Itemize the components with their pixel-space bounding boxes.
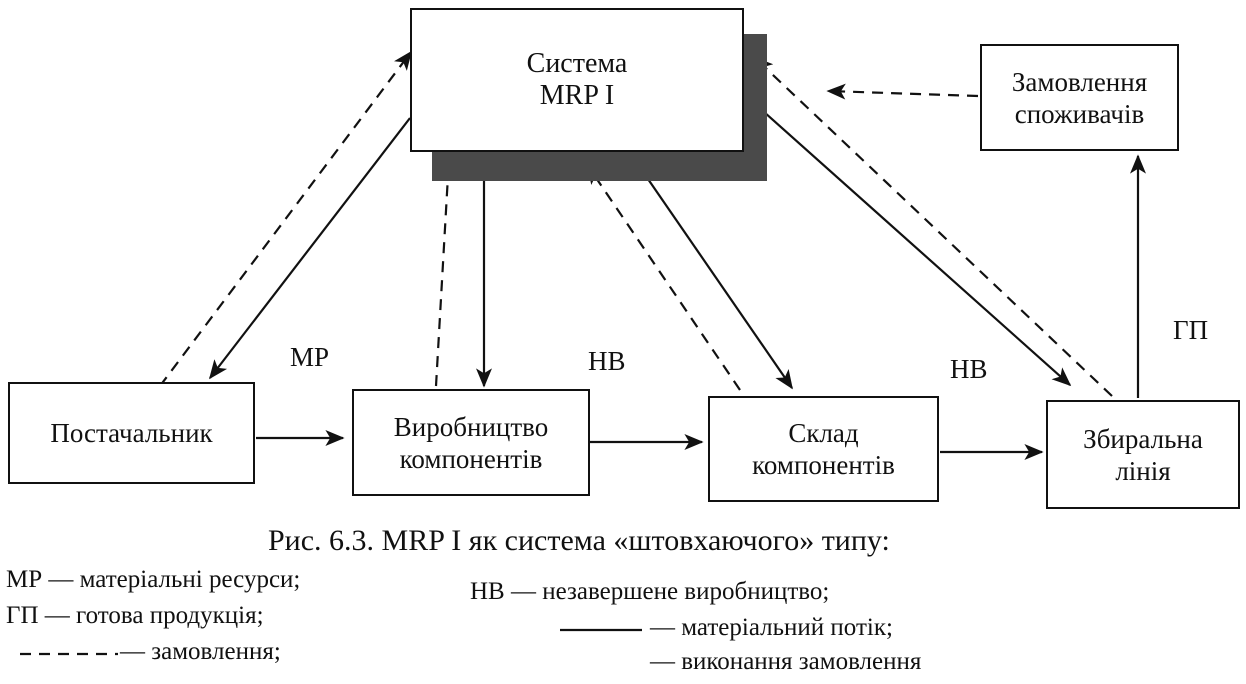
- legend-wip: НВ — незавершене виробництво;: [470, 578, 830, 605]
- arrow-mrp-to-assembly: [744, 94, 1072, 387]
- supplier-box-label: Постачальник: [50, 418, 213, 448]
- dashed-arrow-warehouse-to-mrp: [587, 164, 741, 391]
- mrp-box-line-1: Система: [526, 48, 628, 79]
- legend-gp: ГП — готова продукція;: [6, 602, 264, 629]
- orders-box-line-1: Замовлення: [1011, 66, 1148, 97]
- assembly-line-box: Збиральна лінія: [1046, 400, 1240, 509]
- arrow-mrp-to-supplier: [209, 117, 411, 380]
- assembly-box-line-2: лінія: [1115, 455, 1171, 486]
- customer-orders-box: Замовлення споживачів: [980, 44, 1179, 151]
- legend-order-execution: — виконання замовлення: [650, 648, 922, 675]
- arrow-mrp-to-warehouse: [627, 149, 793, 390]
- figure-caption: Рис. 6.3. MRP I як система «штовхаючого»…: [268, 524, 890, 557]
- label-finished-goods: ГП: [1173, 315, 1209, 345]
- legend-mr: МР — матеріальні ресурси;: [6, 566, 301, 593]
- label-wip-2: НВ: [950, 354, 988, 384]
- component-warehouse-box: Склад компонентів: [708, 396, 939, 502]
- assembly-box-line-1: Збиральна: [1083, 423, 1203, 454]
- production-box-line-2: компонентів: [399, 443, 543, 474]
- mrp-box-line-2: MRP I: [539, 80, 615, 111]
- supplier-box: Постачальник: [8, 382, 255, 484]
- dashed-arrow-orders-to-mrp: [826, 83, 979, 100]
- dashed-arrow-supplier-to-mrp: [159, 50, 412, 387]
- warehouse-box-line-1: Склад: [788, 418, 859, 448]
- warehouse-box-line-2: компонентів: [752, 450, 895, 480]
- dashed-arrow-production-to-mrp: [434, 156, 456, 387]
- mrp-system-box: Система MRP I: [410, 8, 744, 152]
- label-wip-1: НВ: [588, 346, 626, 376]
- component-production-box: Виробництво компонентів: [352, 389, 590, 496]
- orders-box-line-2: споживачів: [1014, 98, 1145, 129]
- label-material-resources: МР: [290, 342, 330, 372]
- dashed-arrow-assembly-to-mrp: [753, 56, 1113, 397]
- legend-orders: — замовлення;: [120, 638, 281, 665]
- production-box-line-1: Виробництво: [393, 411, 549, 442]
- legend-material-flow: — матеріальний потік;: [650, 614, 893, 641]
